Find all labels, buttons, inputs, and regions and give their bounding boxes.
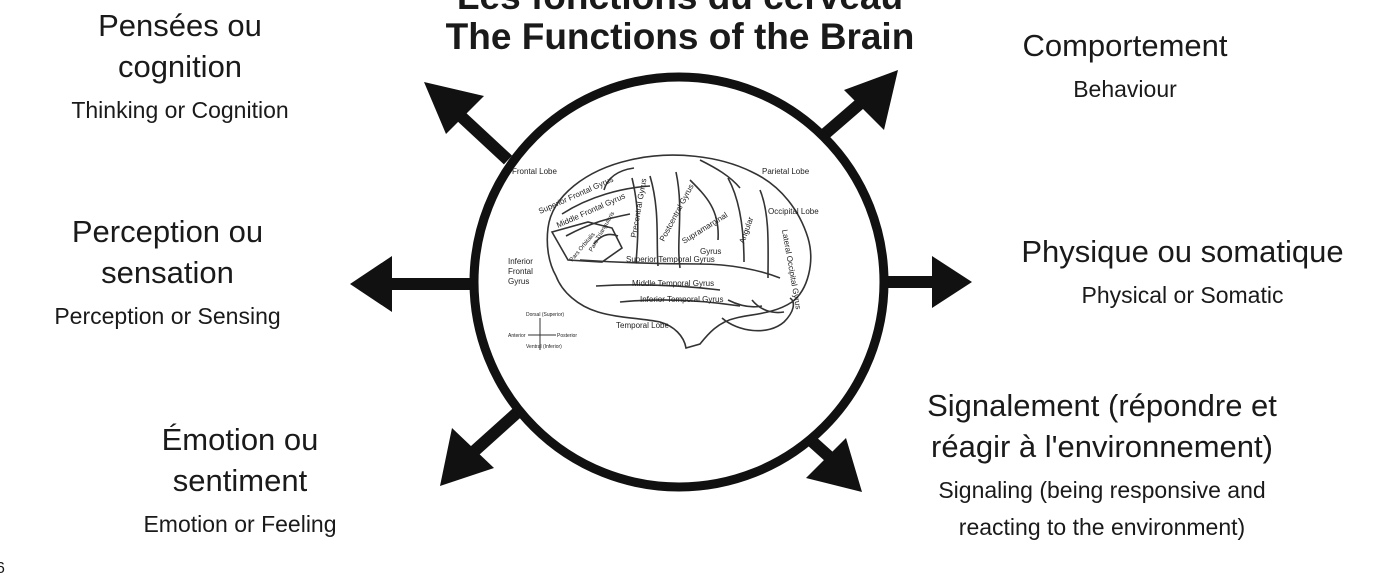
perception-en: Perception or Sensing [0,298,335,335]
emotion-fr-line1: Émotion ou [95,420,385,461]
perception-fr-line1: Perception ou [0,212,335,253]
page-number: 6 [0,560,5,578]
brain-label-superior-temporal: Superior Temporal Gyrus [626,255,715,264]
label-thinking: Pensées ou cognition Thinking or Cogniti… [20,6,340,129]
behaviour-en: Behaviour [980,71,1270,108]
brain-label-posterior: Posterior [557,333,577,339]
title-french: Les fonctions du cerveau [330,0,1030,15]
behaviour-fr: Comportement [980,26,1270,67]
emotion-fr-line2: sentiment [95,461,385,502]
brain-label-inferior-frontal-1: Inferior [508,257,533,266]
emotion-en: Emotion or Feeling [95,506,385,543]
brain-label-inferior-frontal-2: Frontal [508,267,533,276]
signaling-fr-line2: réagir à l'environnement) [892,427,1312,468]
brain-label-dorsal: Dorsal (Superior) [526,312,564,318]
signaling-fr-line1: Signalement (répondre et [892,386,1312,427]
brain-label-ventral: Ventral (Inferior) [526,344,562,350]
physical-fr: Physique ou somatique [980,232,1385,273]
arrow-physical-head [932,256,972,308]
perception-fr-line2: sensation [0,253,335,294]
signaling-en-line1: Signaling (being responsive and [892,472,1312,509]
title-english: The Functions of the Brain [330,18,1030,55]
thinking-en: Thinking or Cognition [20,92,340,129]
brain-label-occipital-lobe: Occipital Lobe [768,207,819,216]
label-behaviour: Comportement Behaviour [980,26,1270,108]
brain-label-inferior-temporal: Inferior Temporal Gyrus [640,295,723,304]
physical-en: Physical or Somatic [980,277,1385,314]
arrow-behaviour-head [844,70,898,130]
brain-label-temporal-lobe: Temporal Lobe [616,321,669,330]
brain-label-parietal-lobe: Parietal Lobe [762,167,810,176]
arrow-perception-head [350,256,392,312]
label-physical: Physique ou somatique Physical or Somati… [980,232,1385,314]
label-perception: Perception ou sensation Perception or Se… [0,212,335,335]
label-emotion: Émotion ou sentiment Emotion or Feeling [95,420,385,543]
brain-label-anterior: Anterior [508,333,526,339]
thinking-fr-line1: Pensées ou [20,6,340,47]
thinking-fr-line2: cognition [20,47,340,88]
label-signaling: Signalement (répondre et réagir à l'envi… [892,386,1312,545]
brain-label-frontal-lobe: Frontal Lobe [512,167,557,176]
brain-label-inferior-frontal-3: Gyrus [508,277,529,286]
signaling-en-line2: reacting to the environment) [892,509,1312,546]
brain-label-middle-temporal: Middle Temporal Gyrus [632,279,714,288]
arrow-emotion-shaft [470,410,520,455]
